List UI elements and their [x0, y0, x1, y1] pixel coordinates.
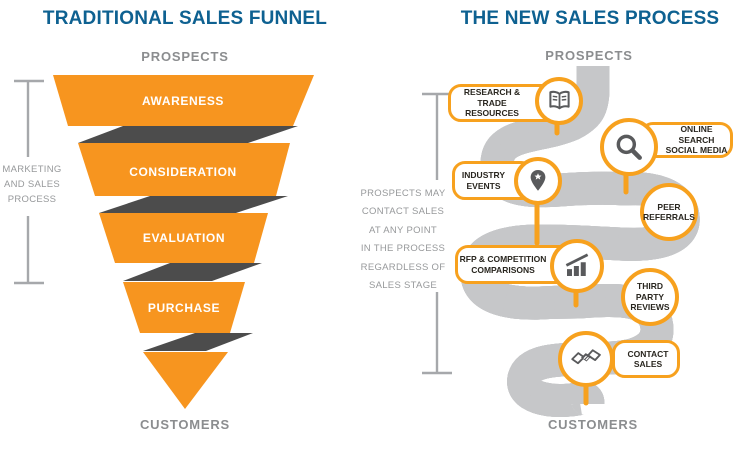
left-panel-title: TRADITIONAL SALES FUNNEL [42, 8, 328, 29]
contact-sales-callout: CONTACT SALES [612, 340, 680, 378]
marketing-note-line: MARKETING [2, 164, 62, 175]
bubble-label-line: THIRD [637, 281, 663, 292]
map-pin-icon [530, 169, 546, 191]
search-icon [616, 134, 642, 160]
contact-note-line: SALES STAGE [368, 280, 438, 292]
industry-events-bubble [514, 157, 562, 205]
callout-label-line: ONLINE SEARCH [678, 124, 715, 145]
funnel-stage-consideration-label: CONSIDERATION [129, 165, 237, 179]
funnel-graphic [53, 75, 314, 409]
open-book-icon [548, 90, 570, 109]
contact-note-line: PROSPECTS MAY [360, 188, 446, 199]
contact-note-line: AT ANY POINT [368, 224, 437, 236]
right-panel-title: THE NEW SALES PROCESS [460, 8, 720, 29]
bubble-label-line: REVIEWS [630, 302, 670, 313]
research-bubble [535, 77, 583, 125]
contact-anytime-bracket [422, 92, 452, 375]
funnel-stage-purchase-label: PURCHASE [147, 301, 221, 315]
bar-chart-icon [565, 253, 589, 276]
funnel-stage-consideration-shape [78, 143, 290, 196]
funnel-band-4 [143, 333, 253, 351]
right-prospects-label: PROSPECTS [545, 48, 633, 63]
callout-label-line: SOCIAL MEDIA [665, 145, 728, 156]
callout-label-line: INDUSTRY [461, 170, 506, 180]
callout-label-line: COMPARISONS [471, 264, 535, 275]
contact-anytime-note: PROSPECTS MAY CONTACT SALES AT ANY POINT… [341, 185, 465, 295]
callout-label-line: SALES [633, 359, 663, 369]
third-party-reviews-bubble: THIRD PARTY REVIEWS [621, 268, 679, 326]
bubble-label-line: PARTY [635, 291, 665, 302]
left-customers-label: CUSTOMERS [139, 417, 231, 432]
marketing-note-line: AND SALES [3, 179, 61, 190]
funnel-stage-awareness-label: AWARENESS [141, 94, 225, 108]
online-search-bubble [600, 118, 658, 176]
contact-note-line: IN THE PROCESS [360, 243, 446, 255]
marketing-note-line: PROCESS [7, 194, 57, 205]
rfp-bubble [550, 239, 604, 293]
marketing-process-note: MARKETING AND SALES PROCESS [0, 162, 64, 207]
funnel-stage-evaluation-label: EVALUATION [142, 231, 226, 245]
bubble-label-line: PEER [657, 201, 681, 212]
contact-note-line: CONTACT SALES [361, 206, 445, 218]
marketing-process-bracket [14, 79, 44, 285]
funnel-stage-purchase-shape [123, 282, 245, 333]
peer-referrals-bubble: PEER REFERRALS [640, 183, 698, 241]
callout-label-line: CONTACT [627, 348, 669, 359]
callout-label-line: RESEARCH & [463, 87, 521, 98]
handshake-icon [571, 349, 601, 365]
left-prospects-label: PROSPECTS [141, 49, 229, 64]
right-customers-label: CUSTOMERS [547, 417, 639, 432]
callout-label-line: RFP & COMPETITION [459, 254, 547, 264]
contact-note-line: REGARDLESS OF [360, 261, 446, 273]
callout-label-line: EVENTS [466, 180, 501, 191]
callout-label-line: TRADE RESOURCES [465, 97, 519, 119]
contact-sales-bubble [558, 331, 614, 387]
funnel-tip-shape [143, 352, 228, 409]
funnel-band-2 [99, 196, 288, 213]
funnel-band-1 [78, 126, 298, 143]
funnel-band-3 [123, 263, 262, 281]
bubble-label-line: REFERRALS [643, 212, 695, 222]
funnel-stage-evaluation-shape [99, 213, 268, 263]
funnel-stage-awareness-shape [53, 75, 314, 126]
